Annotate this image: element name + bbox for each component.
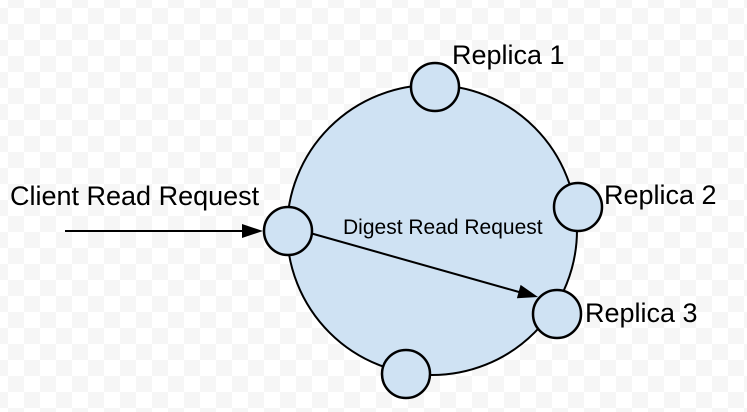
digest-read-arrowhead-icon [516, 284, 538, 299]
replica3-label: Replica 3 [585, 298, 698, 328]
replica1-node [409, 61, 461, 113]
replica3-node [531, 288, 583, 340]
digest-read-arrow-line [309, 232, 520, 293]
replica1-label: Replica 1 [452, 40, 565, 70]
client-read-request-label: Client Read Request [10, 181, 260, 211]
replica2-label: Replica 2 [604, 180, 717, 210]
replica2-node [552, 181, 604, 233]
digest-read-request-label: Digest Read Request [343, 216, 543, 239]
bottom-node [380, 348, 432, 400]
coordinator-node [262, 205, 314, 257]
client-read-arrowhead-icon [242, 224, 263, 238]
